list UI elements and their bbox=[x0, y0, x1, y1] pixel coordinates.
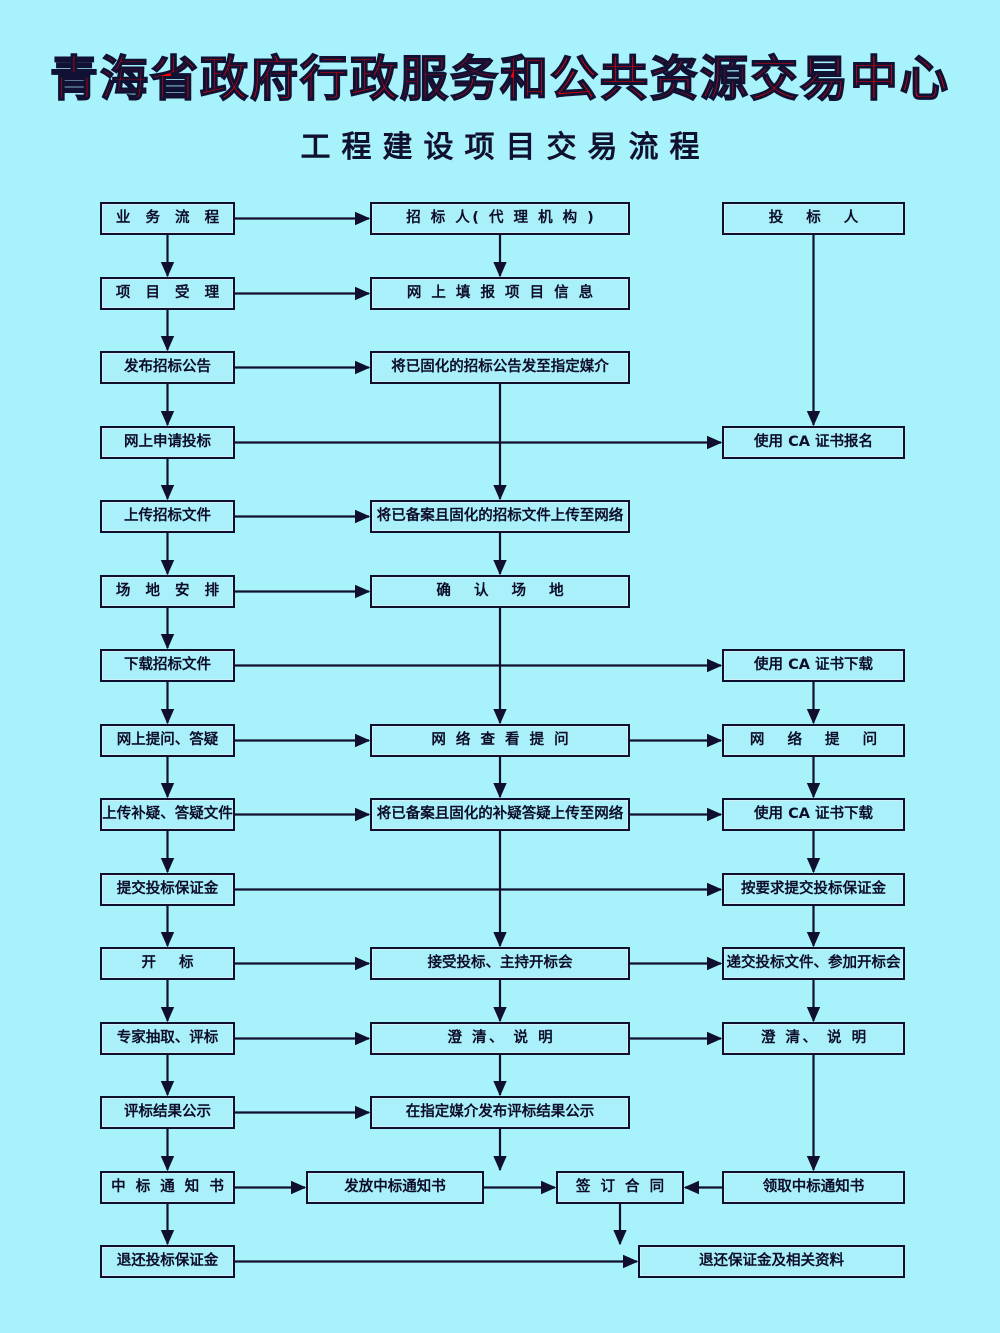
flow-node-n14: 下载招标文件 bbox=[100, 649, 235, 682]
flow-node-n9: 使用 CA 证书报名 bbox=[722, 426, 905, 459]
flow-node-n12: 场 地 安 排 bbox=[100, 575, 235, 608]
flow-node-n10: 上传招标文件 bbox=[100, 500, 235, 533]
flow-node-n27: 专家抽取、评标 bbox=[100, 1022, 235, 1055]
flow-node-n25: 接受投标、主持开标会 bbox=[370, 947, 630, 980]
flow-node-n13: 确 认 场 地 bbox=[370, 575, 630, 608]
flow-node-n17: 网 络 查 看 提 问 bbox=[370, 724, 630, 757]
page-subtitle: 工程建设项目交易流程 bbox=[300, 130, 711, 165]
flow-node-n18: 网 络 提 问 bbox=[722, 724, 905, 757]
flow-node-n36: 退还投标保证金 bbox=[100, 1245, 235, 1278]
flow-node-n22: 提交投标保证金 bbox=[100, 873, 235, 906]
flow-node-n26: 递交投标文件、参加开标会 bbox=[722, 947, 905, 980]
flow-node-n7: 将已固化的招标公告发至指定媒介 bbox=[370, 351, 630, 384]
flow-node-n3: 投 标 人 bbox=[722, 202, 905, 235]
flow-node-n24: 开 标 bbox=[100, 947, 235, 980]
flow-node-n1: 业 务 流 程 bbox=[100, 202, 235, 235]
flow-node-n28: 澄 清、 说 明 bbox=[370, 1022, 630, 1055]
flow-node-n16: 网上提问、答疑 bbox=[100, 724, 235, 757]
flow-node-n37: 退还保证金及相关资料 bbox=[638, 1245, 905, 1278]
flow-node-n34: 签 订 合 同 bbox=[556, 1171, 684, 1204]
flow-node-n8: 网上申请投标 bbox=[100, 426, 235, 459]
flow-node-n2: 招 标 人( 代 理 机 构 ) bbox=[370, 202, 630, 235]
flow-node-n6: 发布招标公告 bbox=[100, 351, 235, 384]
flow-node-n15: 使用 CA 证书下载 bbox=[722, 649, 905, 682]
flow-node-n29: 澄 清、 说 明 bbox=[722, 1022, 905, 1055]
flow-node-n32: 中 标 通 知 书 bbox=[100, 1171, 235, 1204]
flow-node-n30: 评标结果公示 bbox=[100, 1096, 235, 1129]
flow-node-n35: 领取中标通知书 bbox=[722, 1171, 905, 1204]
flow-node-n19: 上传补疑、答疑文件 bbox=[100, 798, 235, 831]
flow-node-n33: 发放中标通知书 bbox=[306, 1171, 484, 1204]
flow-node-n31: 在指定媒介发布评标结果公示 bbox=[370, 1096, 630, 1129]
flow-node-n11: 将已备案且固化的招标文件上传至网络 bbox=[370, 500, 630, 533]
flow-node-n21: 使用 CA 证书下载 bbox=[722, 798, 905, 831]
flow-node-n20: 将已备案且固化的补疑答疑上传至网络 bbox=[370, 798, 630, 831]
flow-node-n5: 网 上 填 报 项 目 信 息 bbox=[370, 277, 630, 310]
flow-node-n23: 按要求提交投标保证金 bbox=[722, 873, 905, 906]
page-title: 青海省政府行政服务和公共资源交易中心 bbox=[49, 50, 950, 108]
flow-node-n4: 项 目 受 理 bbox=[100, 277, 235, 310]
